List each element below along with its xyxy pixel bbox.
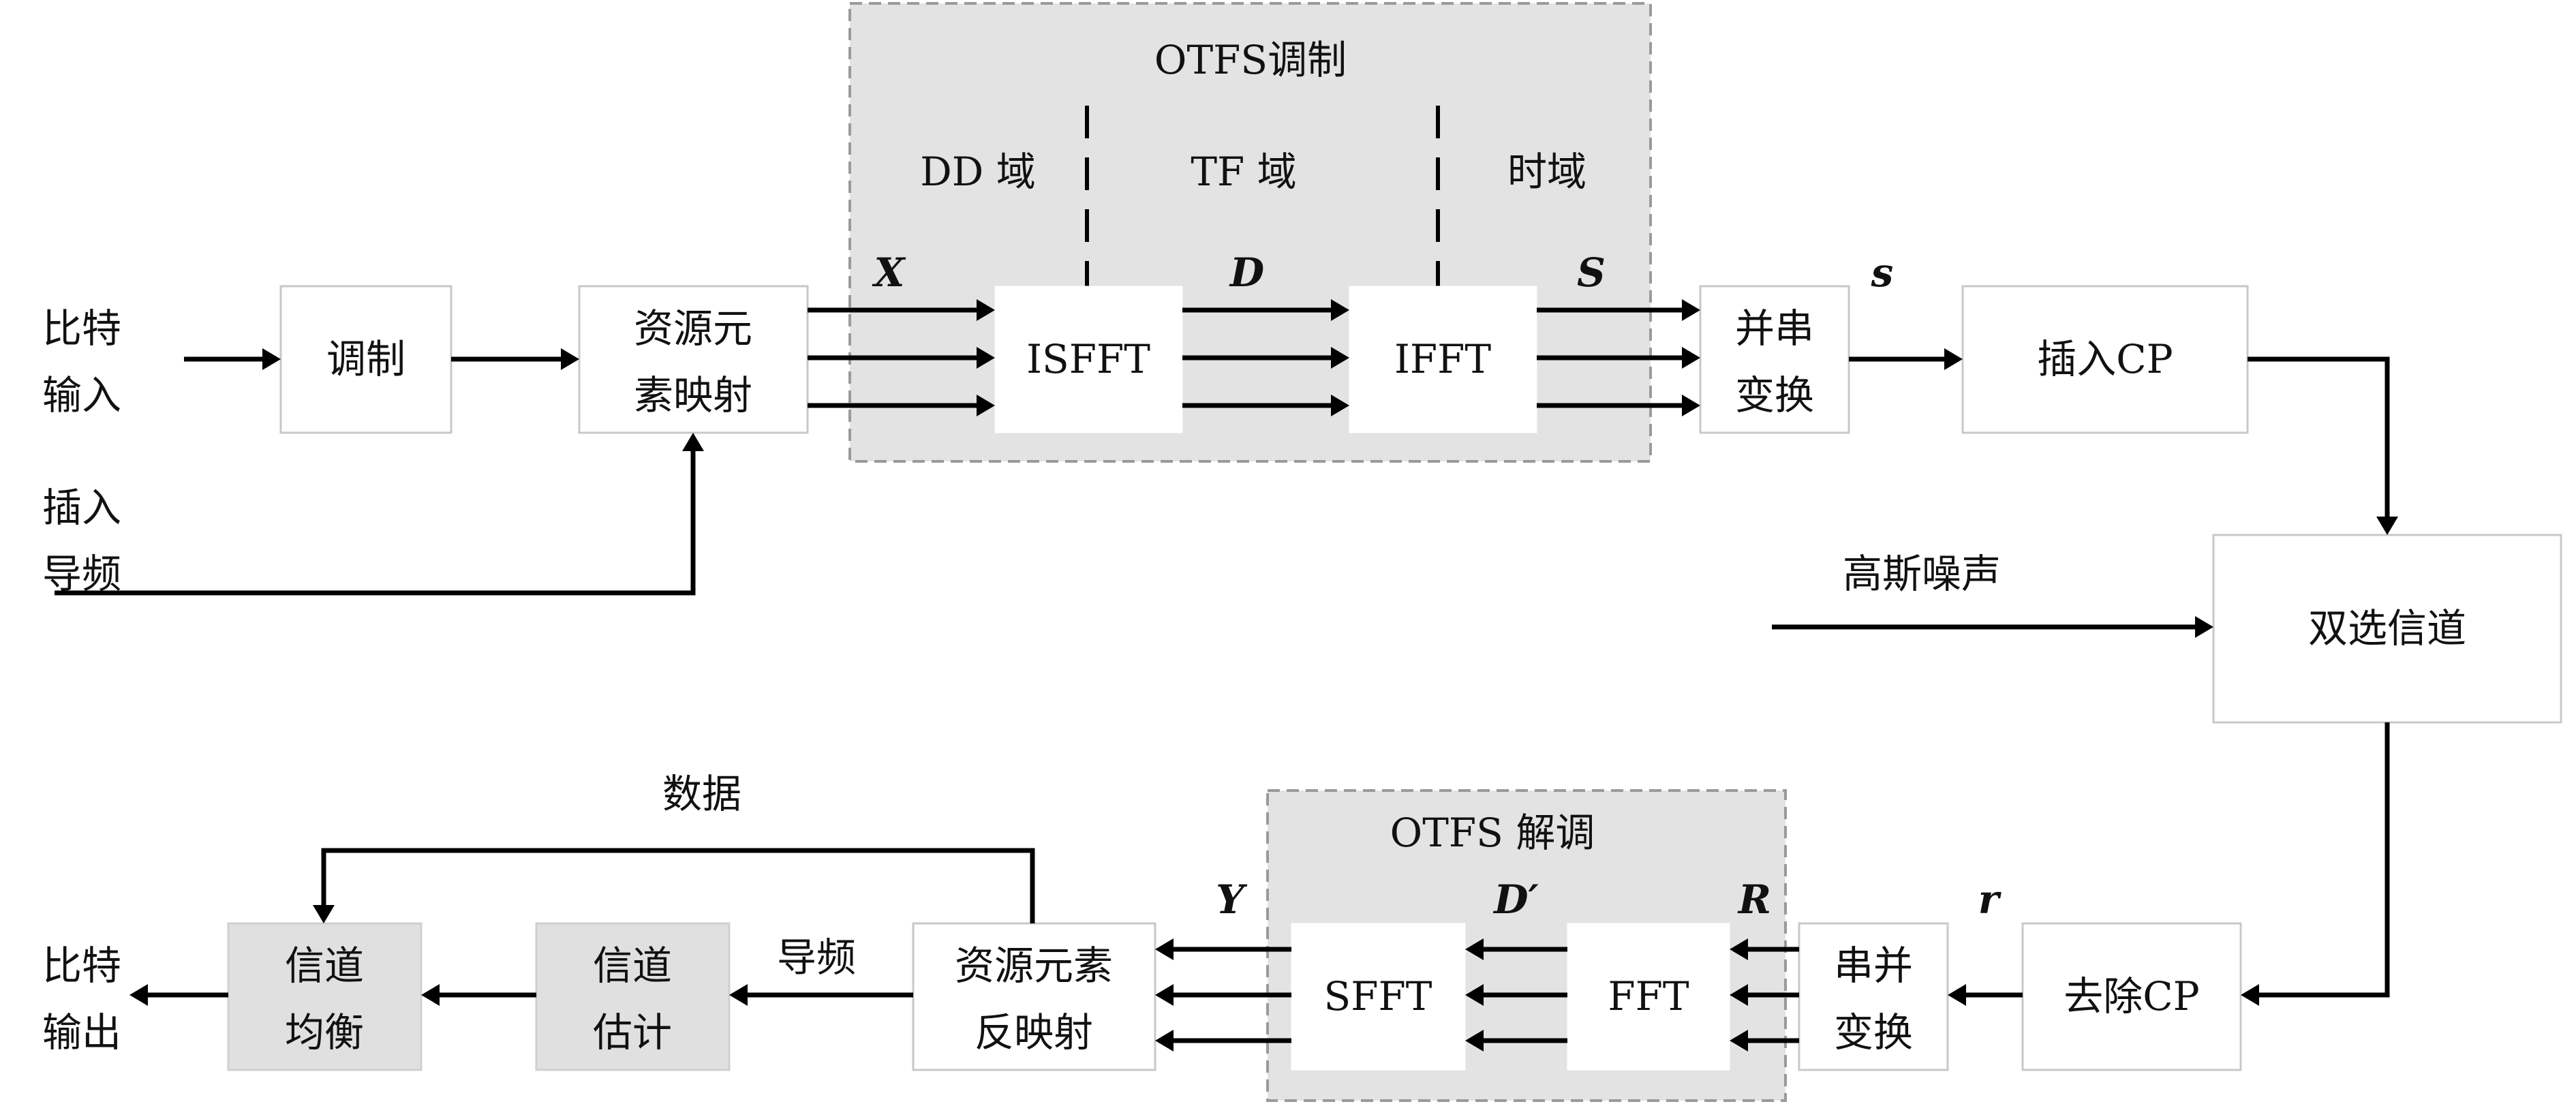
arrowhead-r-2 [1730, 984, 1748, 1006]
arrowhead-y-1 [1155, 938, 1174, 960]
resource-map-block [578, 285, 809, 434]
arrowhead-x-1 [977, 299, 995, 321]
bit-input-label-1: 比特 [42, 305, 121, 352]
insert-pilot-label-2: 导频 [42, 551, 121, 597]
arrowhead-d-1 [1331, 299, 1349, 321]
ps-convert-label-2: 变换 [1735, 372, 1814, 418]
arrowhead-data-feedback [313, 905, 335, 923]
remove-cp-label: 去除CP [2064, 973, 2199, 1019]
arrowhead-to-sp [1948, 984, 1966, 1006]
ifft-block [1349, 286, 1537, 433]
otfs-mod-title: OTFS调制 [1154, 37, 1347, 83]
arrowhead-y-3 [1155, 1030, 1174, 1052]
signal-x-label: X [871, 249, 906, 296]
dual-channel-label: 双选信道 [2308, 605, 2466, 651]
arrowhead-x-3 [977, 395, 995, 416]
data-edge-label: 数据 [662, 771, 741, 817]
bit-output-label-1: 比特 [42, 942, 121, 989]
channel-estimation-label-1: 信道 [593, 942, 672, 989]
arrowhead-mod-to-map [561, 348, 579, 370]
data-feedback-line [321, 848, 1035, 923]
bit-output-label-2: 输出 [42, 1009, 121, 1056]
arrowhead-bit-input [262, 348, 281, 370]
channel-equalization-block [227, 922, 423, 1071]
signal-s-vec-label: S [1577, 249, 1606, 296]
channel-estimation-label-2: 估计 [593, 1009, 672, 1056]
arrowhead-dprime-2 [1465, 984, 1484, 1006]
signal-r-time-label: r [1978, 876, 2002, 923]
arrowhead-to-insert-cp [1944, 348, 1963, 370]
channel-to-removecp-line [2258, 722, 2390, 998]
insert-pilot-label-1: 插入 [42, 485, 121, 531]
channel-estimation-block [535, 922, 731, 1071]
dual-channel-block [2212, 534, 2562, 724]
sfft-block [1291, 923, 1466, 1071]
sp-convert-label-1: 串并 [1834, 942, 1913, 989]
arrowhead-x-2 [977, 347, 995, 369]
arrowhead-dprime-1 [1465, 938, 1484, 960]
arrowhead-s-3 [1682, 395, 1700, 416]
arrowhead-to-estimation [729, 984, 748, 1006]
insert-cp-label: 插入CP [2037, 336, 2173, 382]
fft-block [1567, 923, 1730, 1071]
sfft-label: SFFT [1324, 973, 1432, 1019]
arrowhead-to-remove-cp [2241, 984, 2259, 1006]
modulation-block [279, 285, 453, 434]
isfft-block [994, 286, 1183, 433]
arrowhead-pilot-up [682, 433, 704, 451]
pilot-edge-label: 导频 [777, 934, 856, 981]
isfft-label: ISFFT [1026, 336, 1150, 382]
channel-equalization-label-1: 信道 [285, 942, 364, 989]
arrowhead-noise [2195, 616, 2213, 638]
arrowhead-r-3 [1730, 1030, 1748, 1052]
channel-equalization-label-2: 均衡 [285, 1009, 364, 1056]
gaussian-noise-label: 高斯噪声 [1843, 551, 2001, 597]
signal-r-vec-label: R [1737, 876, 1771, 923]
sp-convert-label-2: 变换 [1834, 1009, 1913, 1056]
signal-s-time-label: s [1871, 249, 1894, 296]
signal-d-prime-label: D′ [1492, 876, 1539, 923]
sp-convert-block [1798, 922, 1949, 1071]
bit-input-label-2: 输入 [42, 372, 121, 418]
arrowhead-dprime-3 [1465, 1030, 1484, 1052]
dd-domain-label: DD 域 [920, 149, 1035, 195]
ifft-label: IFFT [1394, 336, 1491, 382]
arrowhead-y-2 [1155, 984, 1174, 1006]
arrowhead-d-3 [1331, 395, 1349, 416]
pilot-input-line [55, 450, 696, 596]
signal-y-label: Y [1216, 876, 1248, 923]
tf-domain-label: TF 域 [1191, 149, 1296, 195]
arrowhead-to-channel [2376, 517, 2398, 535]
insert-cp-block [1961, 285, 2249, 434]
fft-label: FFT [1608, 973, 1689, 1019]
resource-demap-label-1: 资源元素 [955, 942, 1113, 989]
ps-convert-block [1699, 285, 1850, 434]
arrowhead-to-equalization [421, 984, 440, 1006]
signal-d-label: D [1229, 249, 1264, 296]
arrowhead-to-output [129, 984, 148, 1006]
arrowhead-s-1 [1682, 299, 1700, 321]
arrowhead-r-1 [1730, 938, 1748, 960]
resource-map-label-1: 资源元 [634, 305, 752, 352]
resource-map-label-2: 素映射 [634, 372, 752, 418]
resource-demap-label-2: 反映射 [975, 1009, 1093, 1056]
otfs-demod-title: OTFS 解调 [1390, 810, 1595, 856]
time-domain-label: 时域 [1507, 149, 1586, 195]
ps-convert-label-1: 并串 [1735, 305, 1814, 352]
modulation-label: 调制 [326, 336, 405, 382]
arrowhead-s-2 [1682, 347, 1700, 369]
arrowhead-d-2 [1331, 347, 1349, 369]
resource-demap-block [912, 922, 1156, 1071]
cp-to-channel-line [2248, 356, 2390, 518]
